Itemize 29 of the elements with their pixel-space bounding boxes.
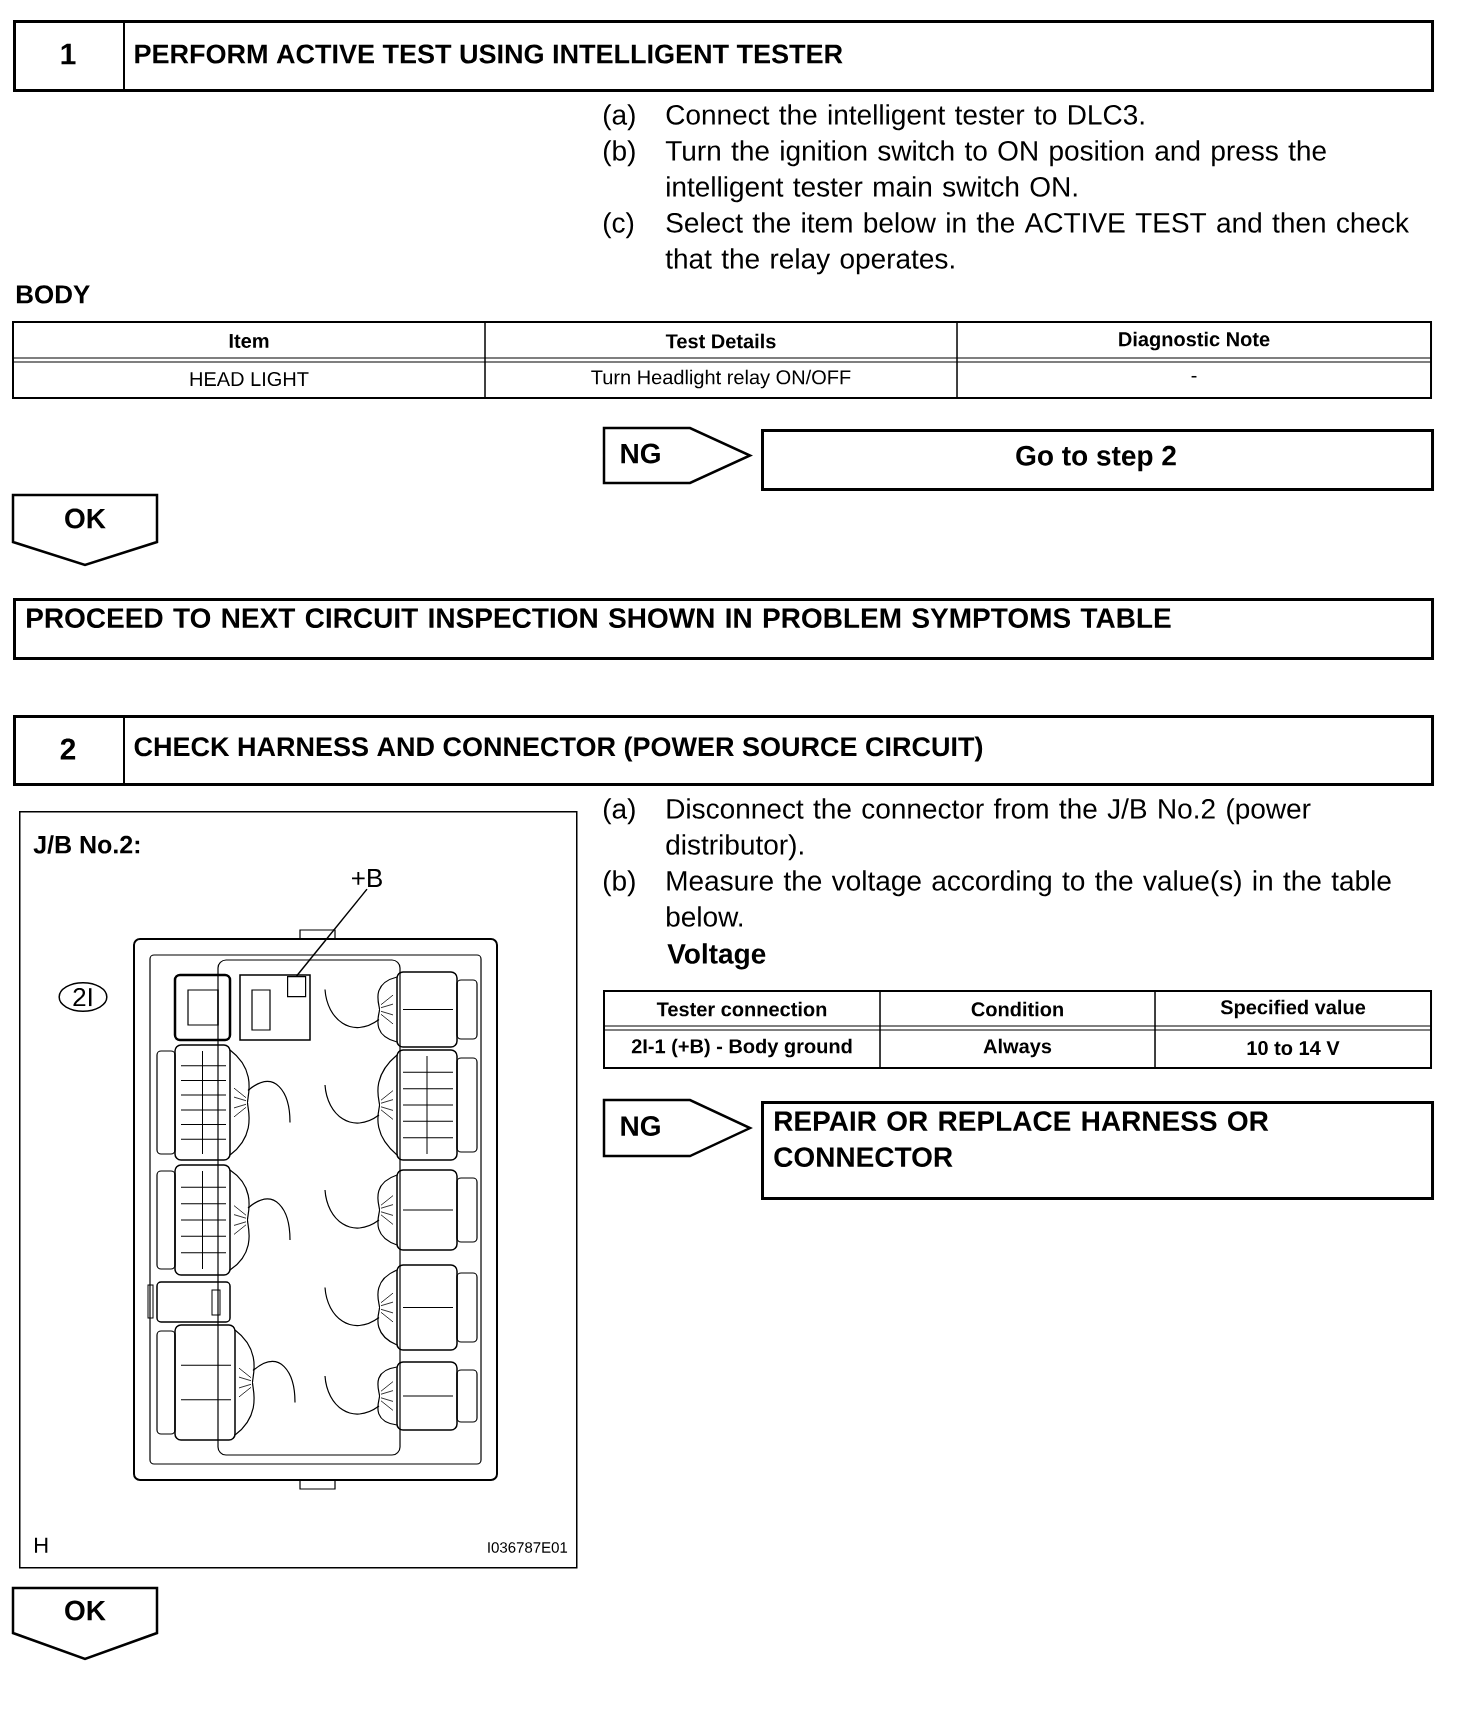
result-box: REPAIR OR REPLACE HARNESS OR CONNECTOR: [761, 1101, 1434, 1200]
column-header: Specified value: [1220, 999, 1366, 1019]
table-text: 10 to 14 V: [1247, 1040, 1340, 1056]
column-header: Test Details: [665, 333, 776, 349]
table-text: Turn Headlight relay ON/OFF: [591, 369, 851, 389]
table-text: HEAD LIGHT: [190, 371, 309, 387]
step-header: 2 CHECK HARNESS AND CONNECTOR (POWER SOURCE CIRCUIT): [13, 714, 1434, 786]
item-letter: (b): [603, 870, 635, 897]
table-text: 2I-1 (+B) - Body ground: [631, 1038, 852, 1058]
step-header: 1 PERFORM ACTIVE TEST USING INTELLIGENT TESTER: [13, 19, 1434, 92]
connector-pin: [287, 976, 307, 998]
pin-label: +B: [352, 869, 382, 887]
instruction-text: Measure the voltage according to the value(s) in the table below.: [667, 870, 1391, 927]
instruction-text: Select the item below in the ACTIVE TEST and then check that the relay operates.: [665, 212, 1410, 275]
section-label: BODY: [16, 285, 90, 304]
leader-line: [295, 888, 368, 977]
table-text: Always: [983, 1038, 1052, 1058]
instruction-text: Turn the ignition switch to ON position and press the intelligent tester main switch ON.: [665, 140, 1326, 203]
column-header: Diagnostic Note: [1119, 331, 1270, 351]
column-header: Condition: [971, 1001, 1063, 1017]
column-header: Item: [229, 334, 269, 348]
result-box: PROCEED TO NEXT CIRCUIT INSPECTION SHOWN IN PROBLEM SYMPTOMS TABLE: [13, 598, 1434, 660]
item-letter: (b): [603, 140, 635, 167]
result-box: Go to step 2: [761, 429, 1434, 491]
connector-code: 2I: [58, 982, 108, 1012]
table-text: -: [1191, 375, 1197, 378]
table-title: Voltage: [667, 943, 766, 970]
item-letter: (c): [603, 212, 634, 239]
column-header: Tester connection: [656, 1001, 827, 1017]
